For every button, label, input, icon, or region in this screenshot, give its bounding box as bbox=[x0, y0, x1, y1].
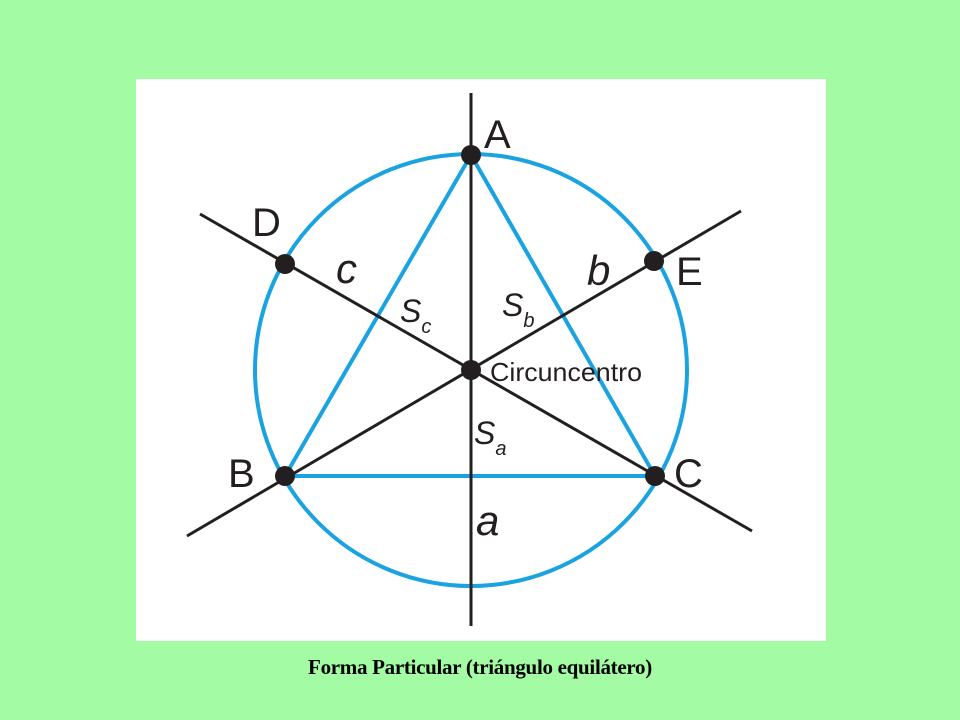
label-side-a: a bbox=[476, 497, 499, 544]
point-b bbox=[275, 466, 295, 486]
point-c bbox=[645, 466, 665, 486]
label-bisector-sb-main: S bbox=[502, 287, 523, 323]
point-d bbox=[275, 254, 295, 274]
label-bisector-sb: Sb bbox=[502, 287, 534, 332]
point-circumcenter bbox=[461, 360, 481, 380]
label-bisector-sc-main: S bbox=[400, 293, 421, 329]
label-side-c: c bbox=[336, 245, 357, 292]
point-a bbox=[461, 145, 481, 165]
label-a: A bbox=[484, 113, 511, 157]
label-c: C bbox=[674, 452, 703, 496]
label-bisector-sc: Sc bbox=[400, 293, 431, 338]
point-e bbox=[644, 251, 664, 271]
label-bisector-sa: Sa bbox=[474, 415, 506, 460]
label-side-b: b bbox=[587, 247, 610, 294]
label-bisector-sc-sub: c bbox=[421, 316, 431, 338]
label-e: E bbox=[676, 250, 703, 294]
label-circumcenter: Circuncentro bbox=[490, 357, 642, 387]
label-d: D bbox=[252, 201, 281, 245]
label-bisector-sa-sub: a bbox=[495, 438, 506, 460]
label-b: B bbox=[228, 452, 255, 496]
label-bisector-sb-sub: b bbox=[523, 310, 534, 332]
slide-caption: Forma Particular (triángulo equilátero) bbox=[308, 655, 652, 679]
label-bisector-sa-main: S bbox=[474, 415, 495, 451]
